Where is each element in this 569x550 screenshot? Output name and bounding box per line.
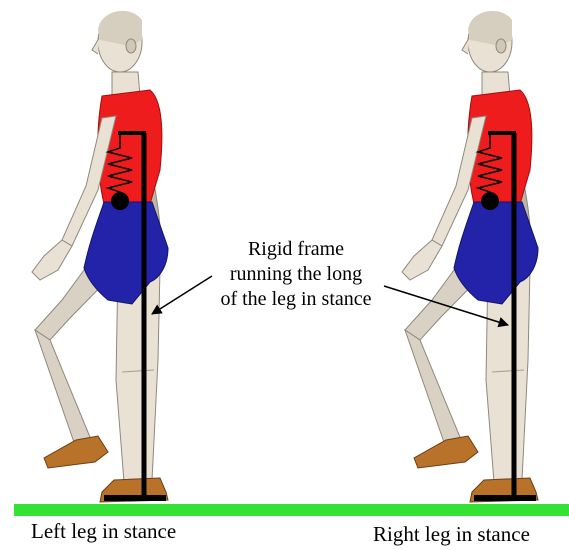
ground-strip xyxy=(14,504,569,516)
annotation-line-3: of the leg in stance xyxy=(186,287,406,312)
annotation-line-2: running the long xyxy=(186,262,406,287)
mannequin-right xyxy=(402,11,538,502)
rigid-frame-annotation: Rigid frame running the long of the leg … xyxy=(186,237,406,312)
annotation-line-1: Rigid frame xyxy=(186,237,406,262)
left-figure xyxy=(32,11,168,502)
caption-right-leg: Right leg in stance xyxy=(373,522,530,547)
caption-left-leg: Left leg in stance xyxy=(31,519,176,544)
right-figure xyxy=(402,11,538,502)
mannequin-left xyxy=(32,11,168,502)
